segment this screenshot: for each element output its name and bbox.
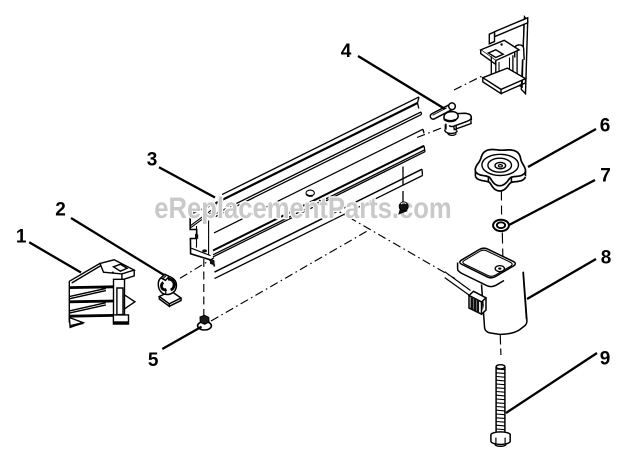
svg-text:7: 7 [600,166,611,187]
svg-text:8: 8 [601,248,612,269]
svg-text:3: 3 [147,149,158,170]
svg-text:4: 4 [341,41,352,62]
svg-text:9: 9 [600,349,611,370]
svg-text:5: 5 [148,350,159,371]
svg-text:6: 6 [600,115,611,136]
svg-text:2: 2 [55,200,66,221]
svg-text:1: 1 [16,227,27,248]
